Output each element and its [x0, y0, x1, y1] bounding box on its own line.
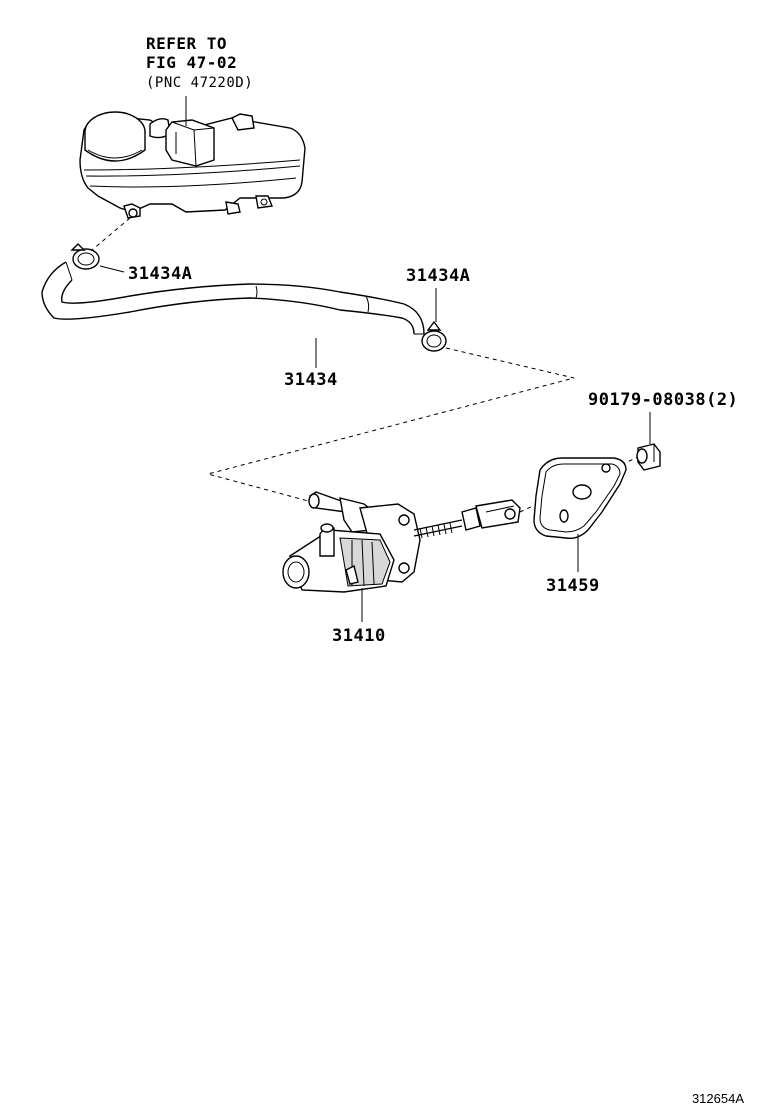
ref-note-line3: (PNC 47220D) [146, 75, 254, 91]
callout-nut: 90179-08038(2) [588, 390, 739, 410]
hose-clip-right [421, 320, 447, 352]
callout-clip-left: 31434A [128, 264, 193, 284]
gasket [533, 457, 627, 540]
callout-hose: 31434 [284, 370, 338, 390]
clutch-master-cylinder [282, 491, 421, 593]
callout-clip-right: 31434A [406, 266, 471, 286]
push-rod [413, 499, 521, 539]
leader-clip-left [99, 265, 125, 273]
nut [636, 443, 661, 471]
hose-clip-left [70, 243, 100, 270]
reservoir-tank [79, 111, 306, 219]
callout-master-cylinder: 31410 [332, 626, 386, 646]
callout-gasket: 31459 [546, 576, 600, 596]
dash-tank-to-clip [91, 217, 131, 251]
dash-clip-to-cylinder [206, 347, 575, 503]
ref-note-line1: REFER TO [146, 34, 228, 53]
ref-note-line2: FIG 47-02 [146, 53, 238, 72]
reservoir-hose [41, 261, 425, 335]
figure-code: 312654A [691, 1091, 744, 1106]
